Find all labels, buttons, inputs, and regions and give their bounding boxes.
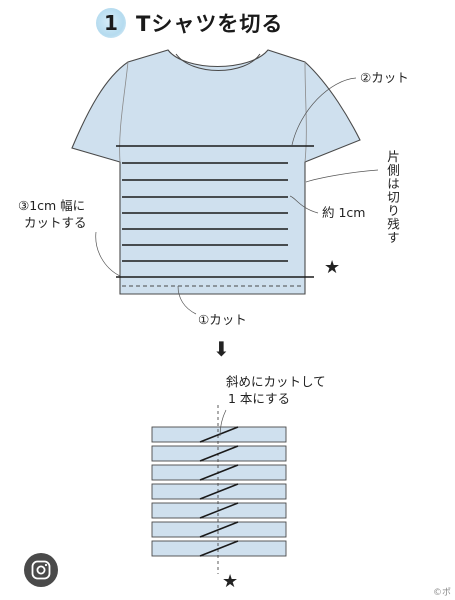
leader-cut3	[95, 231, 121, 277]
diagonal-cut	[199, 483, 239, 500]
lens-icon	[31, 560, 51, 580]
page-title: Tシャツを切る	[136, 12, 284, 36]
label-cut3-line1: ③1cm 幅に	[18, 198, 86, 213]
label-diagonal-line2: 1 本にする	[228, 391, 291, 406]
label-cut1: ①カット	[198, 312, 247, 327]
tshirt-sleeve-seam-left	[119, 61, 129, 163]
diagonal-cut	[199, 540, 239, 557]
label-about-1cm: 約 1cm	[322, 205, 366, 220]
tshirt-sleeve-seam-right	[304, 61, 307, 163]
star-icon: ★	[222, 571, 239, 592]
down-arrow-icon: ⬇	[213, 337, 230, 361]
leader-diagonal	[219, 409, 227, 437]
star-icon: ★	[324, 257, 341, 278]
diagonal-cut	[199, 445, 239, 462]
leader-cut1	[177, 285, 197, 315]
diagonal-cut	[199, 464, 239, 481]
title-row: 1 Tシャツを切る	[96, 6, 283, 40]
diagonal-cut	[199, 521, 239, 538]
tshirt-shape	[71, 49, 361, 295]
label-cut2: ②カット	[360, 70, 409, 85]
leader-one-side	[305, 169, 379, 183]
leader-cut2	[291, 77, 357, 146]
tshirt-neckline	[175, 53, 261, 71]
cut-lines	[116, 145, 314, 278]
leader-about-1cm	[289, 195, 319, 214]
diagonal-cut	[199, 502, 239, 519]
diagonal-cut	[199, 426, 239, 443]
step-number-badge: 1	[96, 8, 126, 38]
corner-credit: ©ポ	[432, 588, 451, 598]
lens-search-button[interactable]	[24, 553, 58, 587]
label-cut3-line2: カットする	[24, 215, 87, 230]
diagonal-cuts	[199, 426, 239, 557]
label-one-side-uncut: 片側は切り残す	[385, 150, 400, 245]
label-diagonal-line1: 斜めにカットして	[226, 374, 326, 389]
